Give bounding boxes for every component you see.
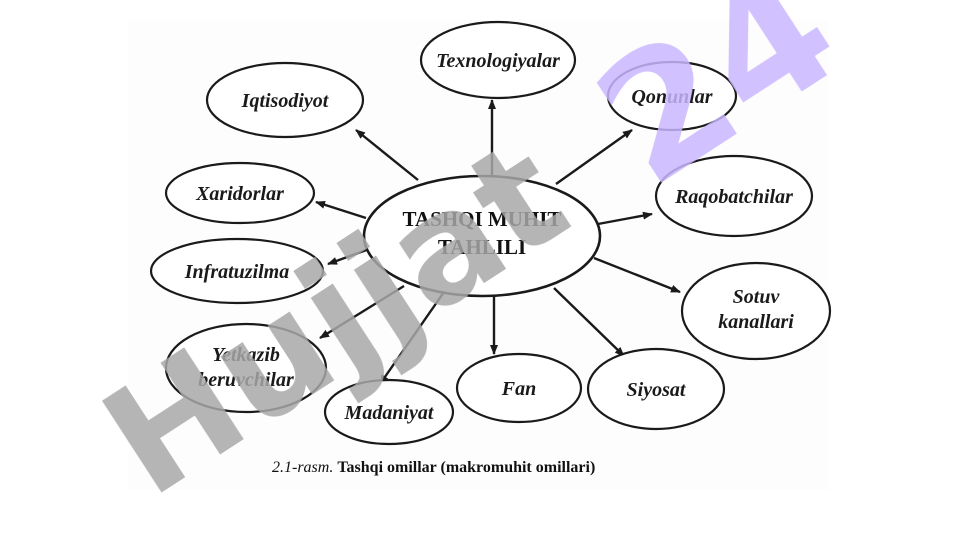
label-beruvchilar: beruvchilar <box>198 369 294 391</box>
caption-number: 2.1-rasm. <box>272 459 334 476</box>
node-fan <box>455 352 583 424</box>
arrow-qonunlar <box>555 129 633 185</box>
factor-nodes <box>149 20 832 446</box>
label-infratuzilma: Infratuzilma <box>184 261 289 283</box>
center-title-line1: TASHQI MUHIT <box>403 207 562 231</box>
node-iqtisodiyot <box>205 61 365 139</box>
label-texnologiyalar: Texnologiyalar <box>436 50 560 72</box>
figure-caption: 2.1-rasm. Tashqi omillar (makromuhit omi… <box>272 459 742 477</box>
node-labels: Texnologiyalar Iqtisodiyot Qonunlar Xari… <box>184 50 794 424</box>
label-raqobatchilar: Raqobatchilar <box>674 186 793 208</box>
label-sotuv: Sotuv <box>733 286 781 308</box>
node-texnologiyalar <box>419 20 577 100</box>
node-raqobatchilar <box>654 154 814 238</box>
label-kanallari: kanallari <box>718 311 794 333</box>
node-yetkazib-beruvchilar <box>164 322 328 414</box>
label-qonunlar: Qonunlar <box>631 86 712 108</box>
arrow-sotuv-kanallari <box>593 256 681 294</box>
node-center <box>362 174 602 298</box>
node-qonunlar <box>606 60 738 132</box>
node-xaridorlar <box>164 161 316 225</box>
label-madaniyat: Madaniyat <box>344 402 435 424</box>
node-siyosat <box>586 347 726 431</box>
label-fan: Fan <box>501 378 536 400</box>
label-siyosat: Siyosat <box>627 379 687 401</box>
arrow-siyosat <box>553 287 625 357</box>
arrow-iqtisodiyot <box>355 129 419 181</box>
node-sotuv-kanallari <box>680 261 832 361</box>
arrows <box>315 99 681 385</box>
label-yetkazib: Yetkazib <box>212 344 280 366</box>
arrow-raqobatchilar <box>597 211 653 226</box>
node-infratuzilma <box>149 237 325 305</box>
center-title-line2: TAHLILI <box>438 235 526 259</box>
arrow-yetkazib-beruvchilar <box>319 284 405 340</box>
node-madaniyat <box>323 378 455 446</box>
caption-text: Tashqi omillar (makromuhit omillari) <box>337 459 596 476</box>
arrow-xaridorlar <box>315 200 367 220</box>
label-xaridorlar: Xaridorlar <box>195 183 284 205</box>
label-iqtisodiyot: Iqtisodiyot <box>241 90 330 112</box>
arrow-infratuzilma <box>327 246 373 266</box>
arrow-madaniyat <box>379 291 445 385</box>
